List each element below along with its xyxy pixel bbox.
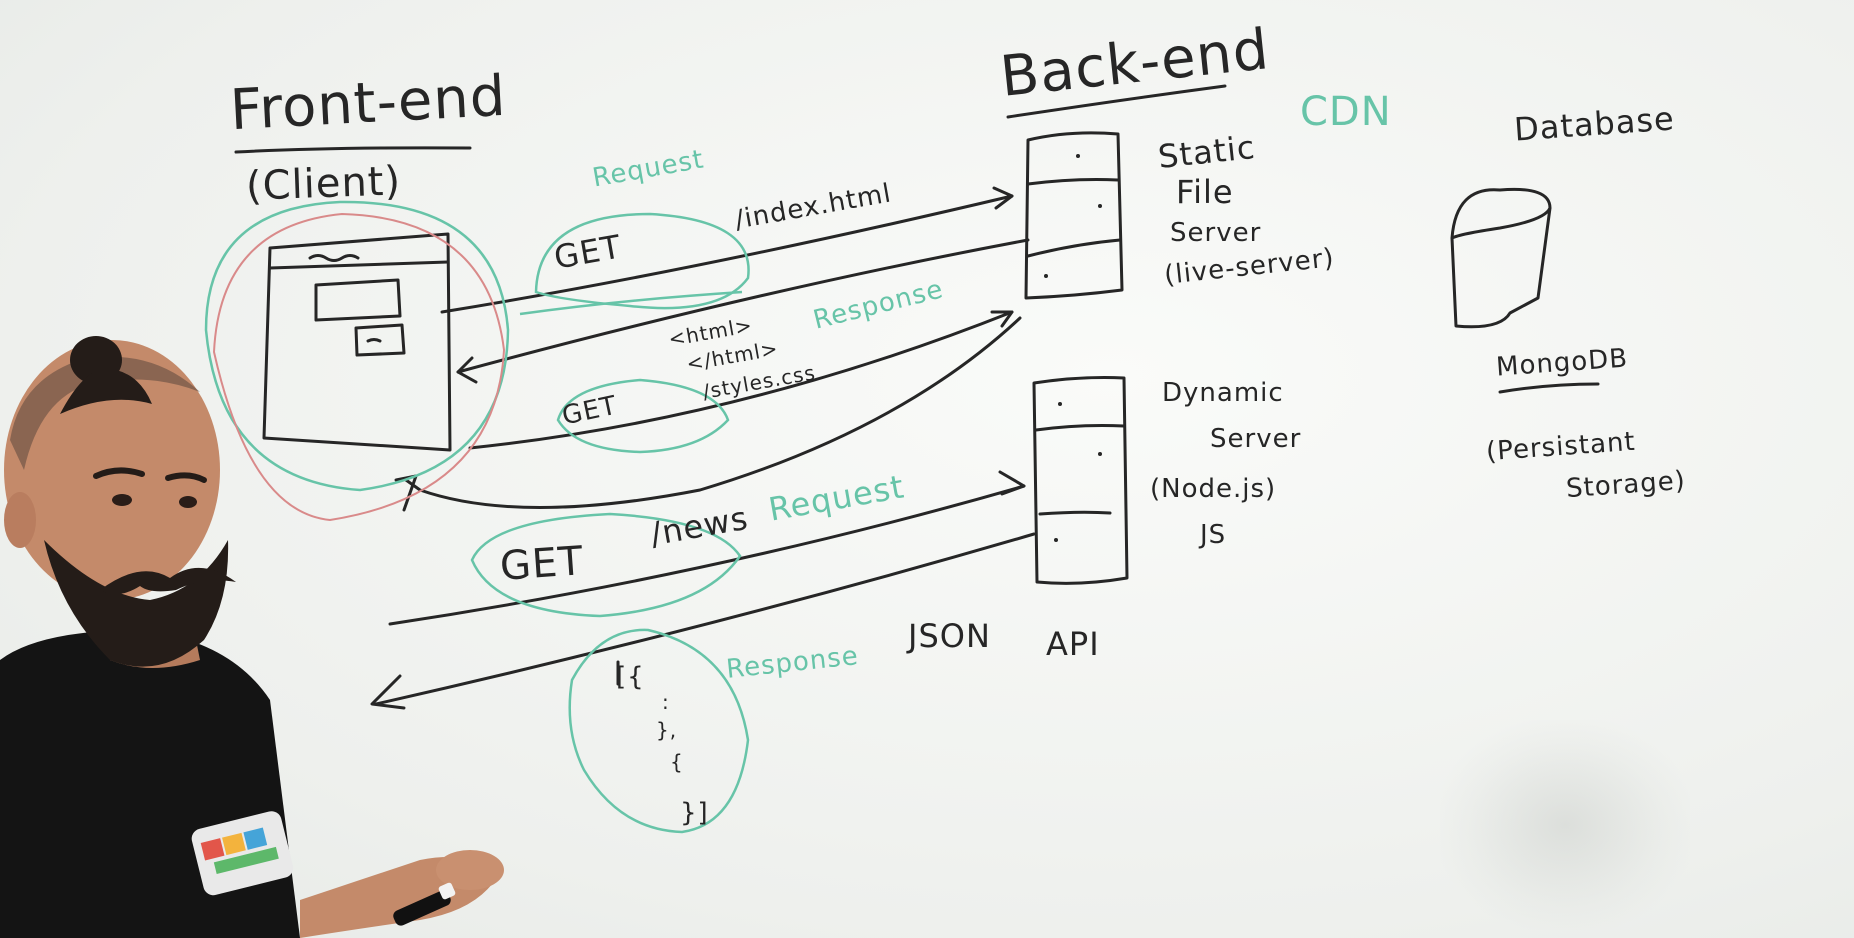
teal-circle-json xyxy=(568,628,750,834)
dynamic-server-label-2: Server xyxy=(1210,424,1302,454)
static-rack-shelf-1 xyxy=(1026,178,1120,186)
dynamic-server-label-4: JS xyxy=(1200,520,1227,550)
dynamic-server-label-1: Dynamic xyxy=(1162,378,1284,408)
presenter xyxy=(0,336,504,938)
browser-panel-small-line xyxy=(366,338,382,343)
persistent-label-2: Storage) xyxy=(1565,465,1687,505)
frontend-underline xyxy=(234,146,472,154)
browser-bar xyxy=(268,260,450,270)
static-server-label-2: File xyxy=(1176,173,1234,211)
teal-underline-index xyxy=(519,290,743,316)
eraser-smudge xyxy=(1440,720,1690,930)
arrow-request-news xyxy=(388,484,1026,626)
presenter-shirt xyxy=(0,630,300,938)
browser-window xyxy=(262,232,452,452)
database-cylinder xyxy=(1450,187,1552,329)
api-label: API xyxy=(1046,625,1100,663)
cdn-label: CDN xyxy=(1300,89,1392,135)
arrow-response-json xyxy=(374,532,1036,706)
browser-panel-large xyxy=(314,278,402,322)
presenter-beard xyxy=(44,540,229,667)
teal-circle-client xyxy=(204,200,510,492)
teal-circle-get-2 xyxy=(556,378,730,454)
json-mid-2: { xyxy=(670,750,684,774)
json-dots: : xyxy=(662,690,670,714)
static-rack-shelf-2 xyxy=(1026,238,1122,258)
browser-panel-small xyxy=(354,323,406,357)
arrow-request-styles xyxy=(468,310,1014,450)
dynamic-server-label-3: (Node.js) xyxy=(1150,474,1277,504)
static-server-label-1: Static xyxy=(1156,128,1258,176)
json-label: JSON xyxy=(908,617,991,655)
static-server-label-3: Server xyxy=(1170,218,1262,248)
mongodb-underline xyxy=(1498,382,1600,394)
dynamic-rack-shelf-2 xyxy=(1038,510,1112,516)
arrow-response-styles xyxy=(404,316,1022,509)
json-open: [{ xyxy=(616,662,645,692)
dynamic-rack-shelf-1 xyxy=(1034,424,1126,432)
arrow-request-index xyxy=(440,194,1014,314)
red-circle-client xyxy=(212,212,506,522)
presenter-mustache xyxy=(100,567,236,595)
backend-underline xyxy=(1006,84,1227,119)
teal-circle-get-3 xyxy=(470,512,742,618)
json-mid-1: }, xyxy=(656,718,678,742)
browser-title-squiggle xyxy=(308,254,360,262)
arrow-response-html xyxy=(456,238,1030,374)
json-close: }] xyxy=(680,798,709,828)
static-server-rack xyxy=(1024,131,1124,300)
dynamic-server-rack xyxy=(1032,376,1129,585)
shirt-logo xyxy=(191,811,294,896)
